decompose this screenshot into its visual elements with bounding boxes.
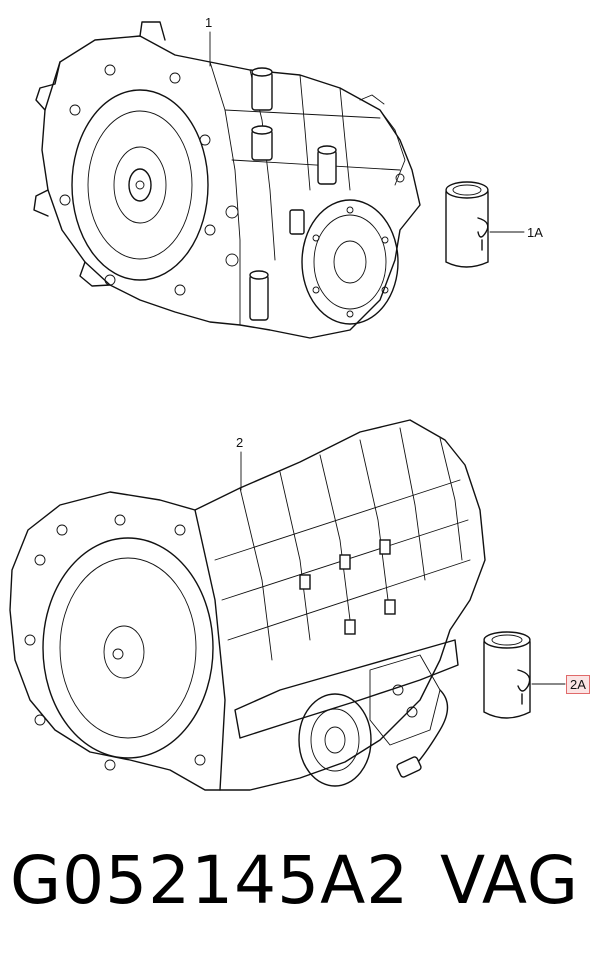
- manual-transmission-drawing: [33, 21, 421, 339]
- callout-part-1: 1: [205, 15, 213, 30]
- automatic-transmission-drawing: [9, 419, 486, 791]
- callout-part-2a-highlighted: 2A: [566, 675, 590, 694]
- callout-part-2: 2: [236, 435, 244, 450]
- callout-part-1a: 1A: [527, 225, 543, 240]
- oil-can-1a-drawing: [445, 181, 525, 268]
- oil-can-2a-drawing: [483, 631, 566, 719]
- part-number-text: G052145A2: [10, 842, 410, 919]
- brand-text: VAG: [440, 842, 580, 919]
